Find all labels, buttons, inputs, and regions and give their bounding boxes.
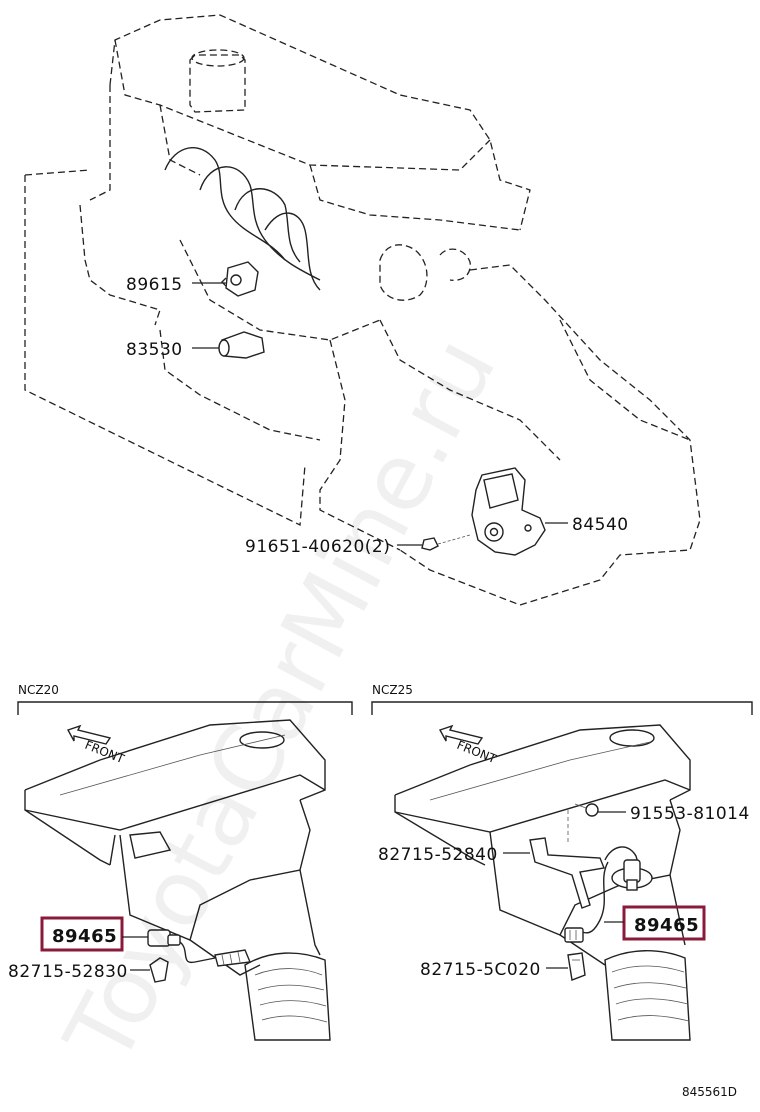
knock-sensor-89615 <box>221 261 259 297</box>
oxygen-sensor-89465-ncz20 <box>147 929 252 967</box>
section-bracket-ncz25 <box>371 701 753 715</box>
exhaust-pipe-ncz25 <box>604 950 691 1041</box>
oil-pressure-switch-83530 <box>218 331 265 359</box>
exhaust-pipe-ncz20 <box>244 952 331 1041</box>
diagram-code: 845561D <box>682 1085 737 1099</box>
label-91651[interactable]: 91651-40620(2) <box>245 537 390 557</box>
label-89465-left[interactable]: 89465 <box>52 926 117 947</box>
label-89465-right[interactable]: 89465 <box>634 915 699 936</box>
engine-cover-ncz20 <box>24 719 326 976</box>
front-arrow-right: FRONT <box>438 724 499 766</box>
label-91553-81014[interactable]: 91553-81014 <box>630 804 750 824</box>
neutral-start-switch-84540 <box>471 467 546 556</box>
bracket-82715-5C020 <box>567 952 586 981</box>
engine-outline <box>24 14 701 606</box>
label-89615[interactable]: 89615 <box>126 275 183 295</box>
label-84540[interactable]: 84540 <box>572 515 629 535</box>
section-bracket-ncz20 <box>17 701 353 715</box>
oxygen-sensor-89465-ncz25 <box>564 846 653 943</box>
bracket-82715-52830 <box>149 957 169 983</box>
label-82715-52840[interactable]: 82715-52840 <box>378 845 498 865</box>
section-title-ncz20: NCZ20 <box>18 683 59 697</box>
engine-cover-ncz25 <box>394 724 691 966</box>
section-title-ncz25: NCZ25 <box>372 683 413 697</box>
label-82715-52830[interactable]: 82715-52830 <box>8 962 128 982</box>
highlight-box-right <box>622 905 706 941</box>
label-83530[interactable]: 83530 <box>126 340 183 360</box>
bolt-91651 <box>421 534 471 551</box>
bracket-82715-52840 <box>529 837 605 909</box>
bolt-91553-81014 <box>567 803 599 845</box>
label-82715-5C020[interactable]: 82715-5C020 <box>420 960 541 980</box>
highlight-box-left <box>40 916 124 952</box>
